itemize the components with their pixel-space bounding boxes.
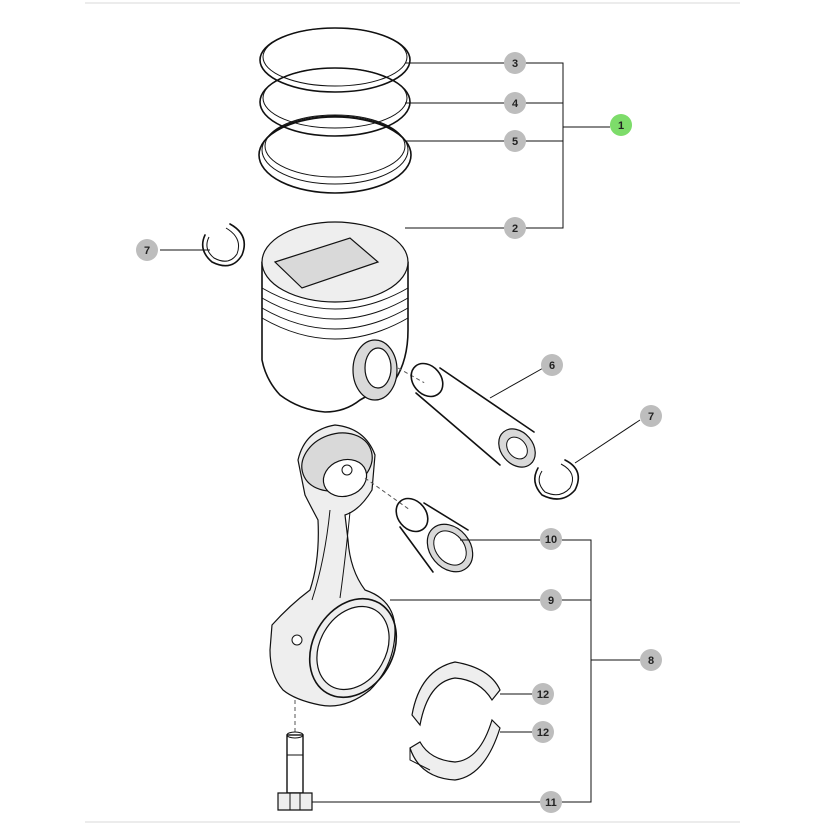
callout-circle [504,52,526,74]
callout-circle [532,683,554,705]
callout-7: 7 [640,405,662,427]
callout-circle [640,649,662,671]
callout-label: 10 [545,534,557,546]
callout-label: 9 [548,595,554,607]
callout-circle [541,354,563,376]
callout-4: 4 [504,92,526,114]
piston-ring-icon [258,114,412,194]
circlip-icon [201,223,246,267]
callout-circle [504,92,526,114]
callout-label: 12 [537,727,549,739]
callout-12: 12 [532,683,554,705]
callout-label: 3 [512,58,518,70]
callout-circle [640,405,662,427]
circlip-icon [534,459,580,500]
callout-10: 10 [540,528,562,550]
callout-9: 9 [540,589,562,611]
callout-circle [504,217,526,239]
leader-lines [160,62,641,803]
callout-label: 8 [648,655,654,667]
callout-2: 2 [504,217,526,239]
connecting-rod-icon [269,424,398,707]
bearing-shell-icon [409,661,501,781]
callout-circle [540,528,562,550]
callout-label: 5 [512,136,518,148]
callout-12: 12 [532,721,554,743]
piston-pin-icon [410,362,536,468]
bushing-icon [395,497,474,573]
callout-3: 3 [504,52,526,74]
callout-circle [532,721,554,743]
callout-5: 5 [504,130,526,152]
callout-6: 6 [541,354,563,376]
callout-label: 4 [512,98,519,110]
piston-icon [261,221,409,413]
callout-label: 7 [648,411,654,423]
callout-7: 7 [136,239,158,261]
callout-label: 2 [512,223,518,235]
callout-label: 7 [144,245,150,257]
piston-ring-icon [259,67,411,137]
callout-circle [504,130,526,152]
piston-ring-icon [259,27,411,93]
callout-label: 1 [618,120,624,132]
callout-circle [540,791,562,813]
callout-label: 6 [549,360,555,372]
callout-11: 11 [540,791,562,813]
callout-circle [136,239,158,261]
callout-circle [610,114,632,136]
callout-1: 1 [610,114,632,136]
callout-label: 11 [545,797,557,809]
alignment-line [364,477,411,511]
bolt-icon [277,731,313,811]
callout-label: 12 [537,689,549,701]
callout-8: 8 [640,649,662,671]
callout-circle [540,589,562,611]
